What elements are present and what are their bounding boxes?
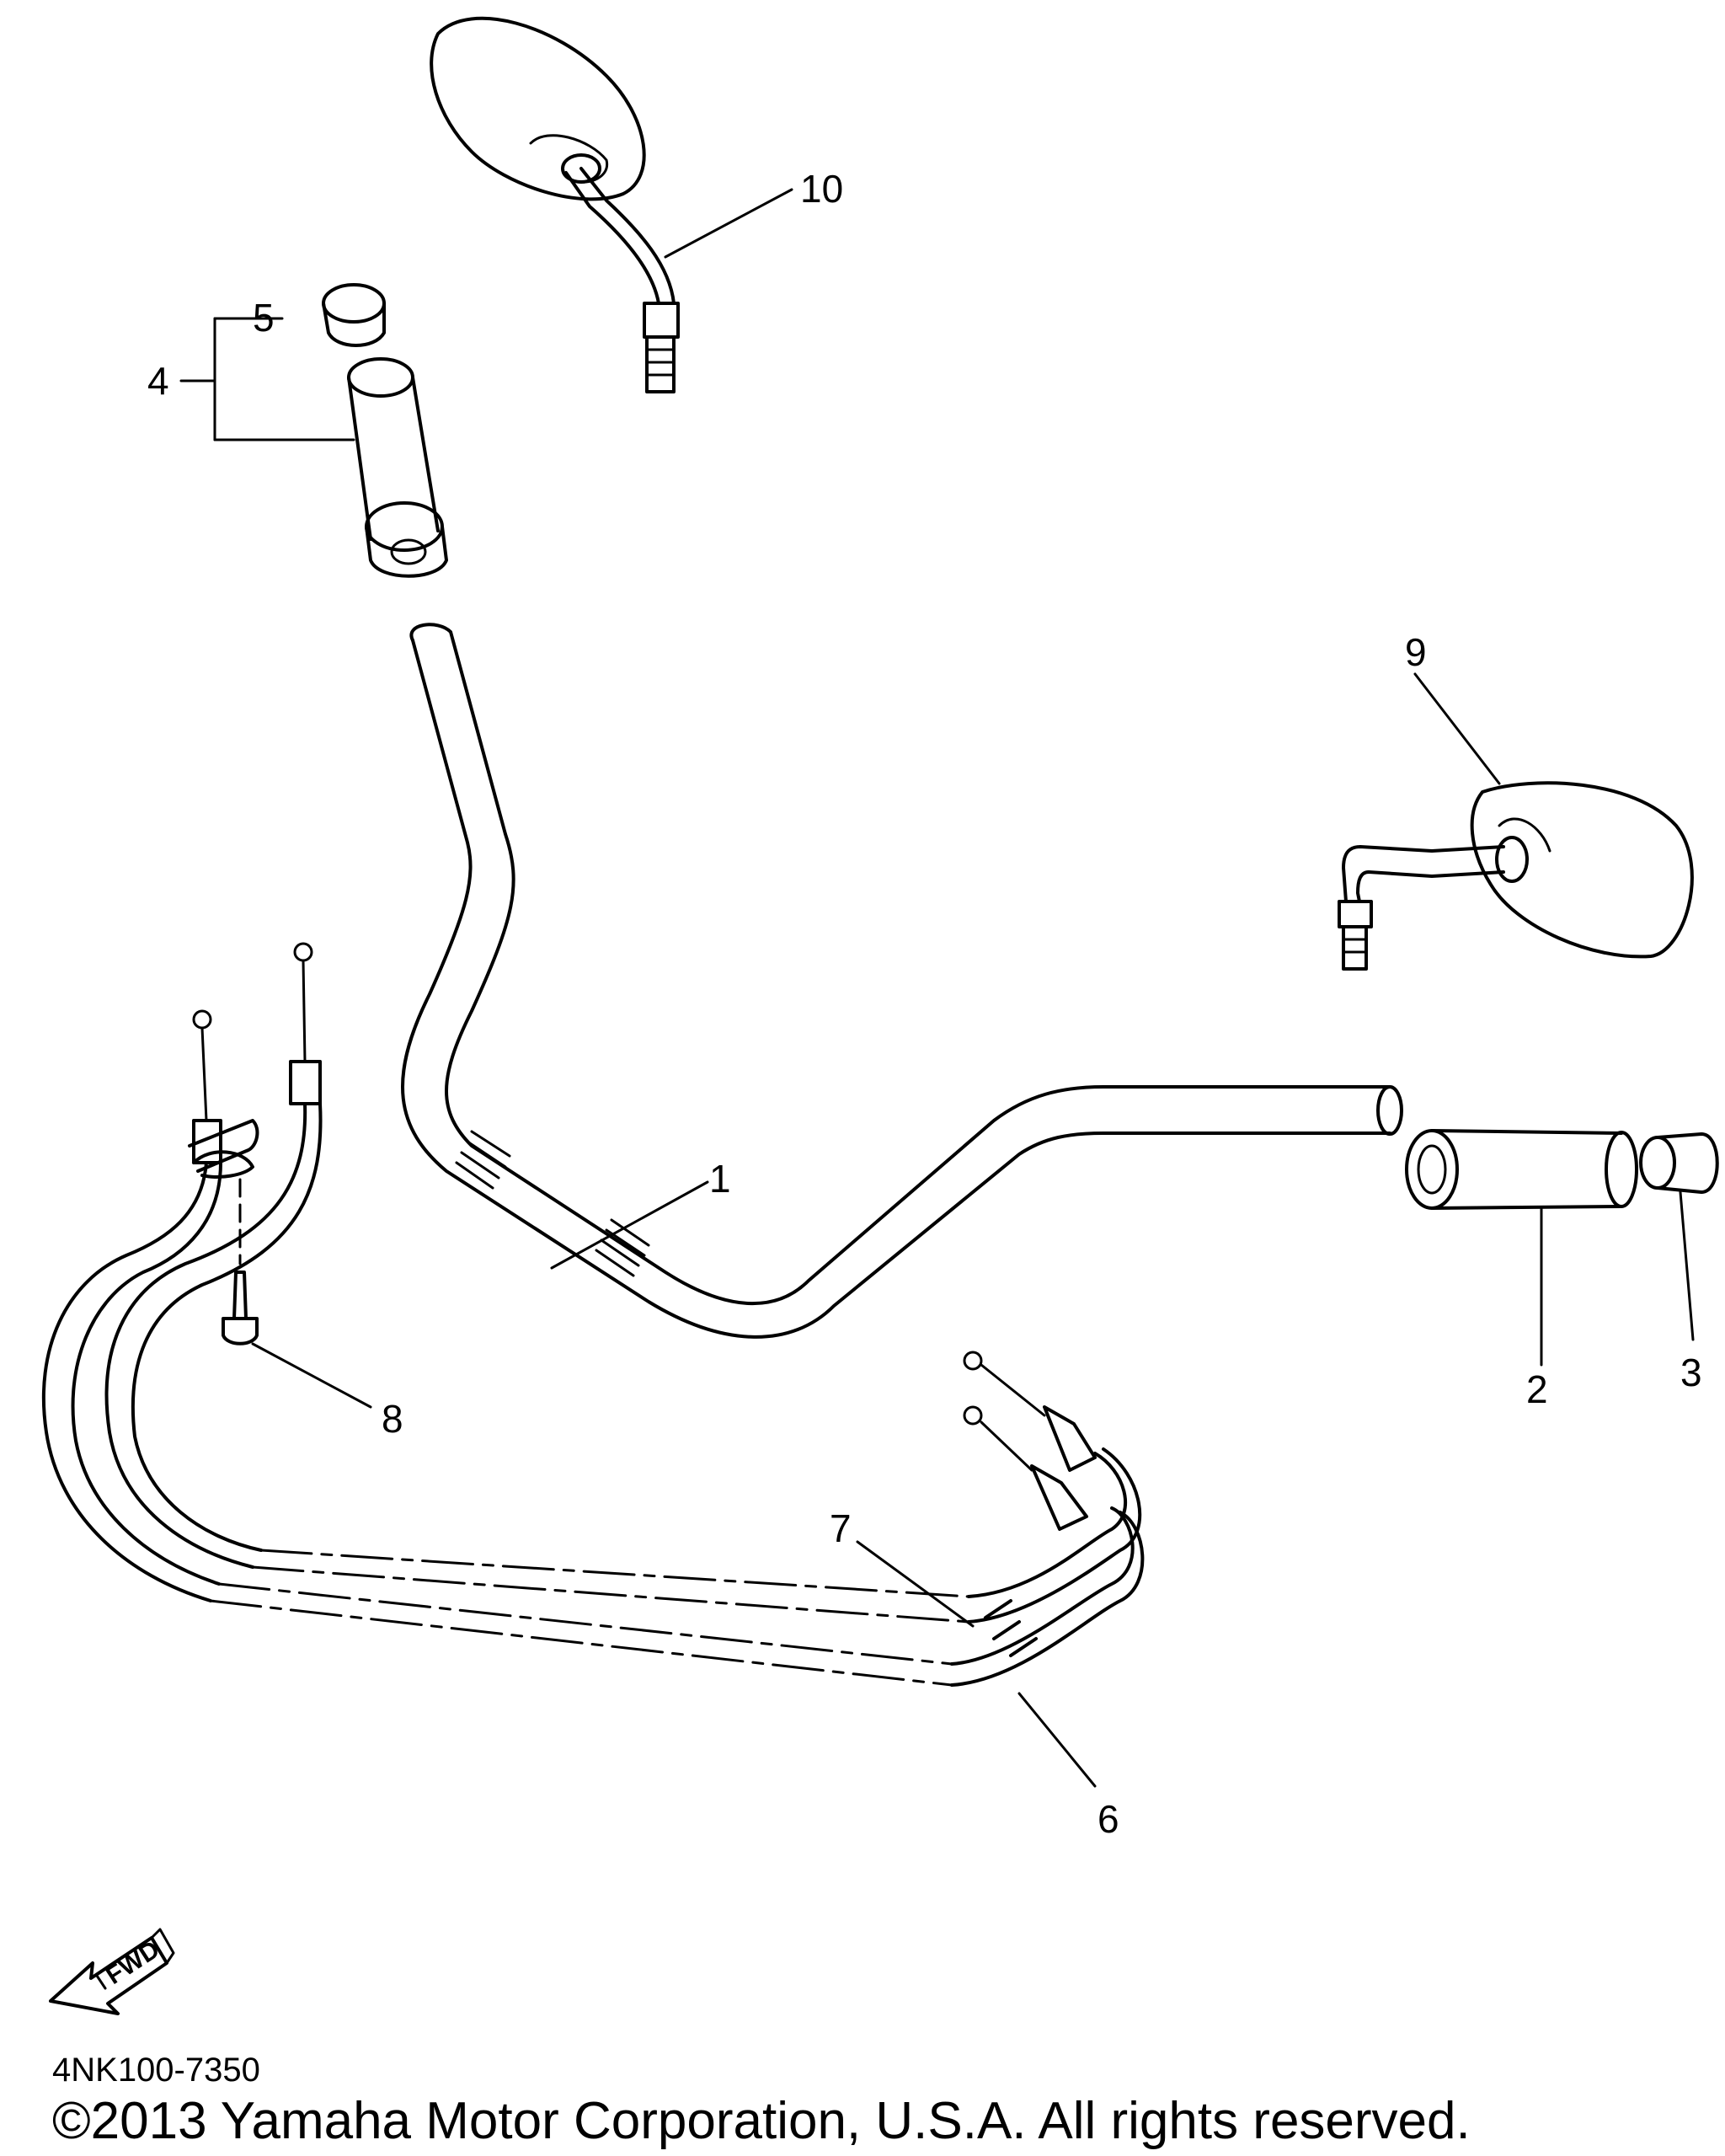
callout-1: 1 [709, 1157, 731, 1201]
grip-right-part [1405, 1129, 1638, 1210]
screw-part [192, 1150, 259, 1345]
handlebar-part [400, 623, 1403, 1339]
mirror-left-part [430, 16, 680, 393]
callout-6: 6 [1097, 1797, 1119, 1841]
grip-end-cap-left-part [322, 283, 386, 347]
callout-10: 10 [800, 167, 843, 211]
grip-left-part [347, 357, 448, 578]
diagram-code: 4NK100-7350 [52, 2052, 260, 2089]
throttle-cables-part [41, 942, 1145, 1687]
grip-end-cap-right-part [1639, 1132, 1719, 1194]
copyright-notice: ©2013 Yamaha Motor Corporation, U.S.A. A… [52, 2092, 1471, 2150]
leader-lines [179, 188, 1695, 1788]
callout-5: 5 [253, 296, 275, 340]
fwd-arrow-icon: FWD [49, 1928, 175, 2015]
callout-4: 4 [147, 359, 169, 403]
callout-7: 7 [830, 1506, 852, 1550]
mirror-right-part [1338, 781, 1694, 971]
callout-9: 9 [1405, 630, 1427, 674]
callout-2: 2 [1526, 1367, 1548, 1411]
callout-3: 3 [1680, 1351, 1702, 1394]
callout-8: 8 [382, 1397, 403, 1441]
callout-labels: 1 2 3 4 5 6 7 8 9 10 [147, 167, 1702, 1841]
